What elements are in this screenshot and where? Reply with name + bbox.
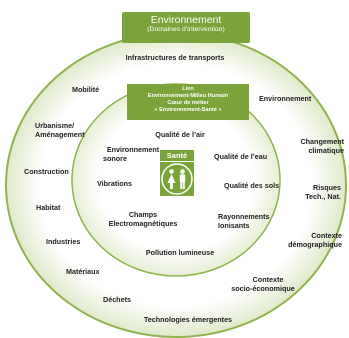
outer-habitat: Habitat <box>36 203 61 212</box>
inner-vibrations: Vibrations <box>97 179 133 188</box>
center-line4: « Environnement-Santé » <box>154 106 222 113</box>
outer-amenagement: Aménagement <box>35 130 85 139</box>
inner-ionisants: Ionisants <box>218 221 250 230</box>
outer-technologies: Technologies émergentes <box>143 315 233 324</box>
title-line1: Environnement <box>150 14 222 26</box>
outer-industries: Industries <box>46 237 81 246</box>
center-line2: Environnement-Milieu Humain <box>147 92 229 99</box>
outer-contexte-demo: Contexte <box>311 231 342 240</box>
title-box: Environnement (Domaines d’intervention) <box>122 12 250 43</box>
outer-climatique: climatique <box>308 146 344 155</box>
outer-infrastructures: Infrastructures de transports <box>125 53 225 62</box>
center-line3: Cœur de métier <box>167 99 209 106</box>
inner-electromagnetiques: Electromagnétiques <box>108 219 178 228</box>
title-line2: (Domaines d’intervention) <box>147 26 225 33</box>
outer-urbanisme: Urbanisme/ <box>35 121 75 130</box>
center-line1: Lien <box>182 86 194 92</box>
outer-dechets: Déchets <box>103 295 131 304</box>
inner-environnement-sonore: Environnement <box>106 145 160 154</box>
outer-mobilite: Mobilité <box>72 85 100 94</box>
outer-construction: Construction <box>24 167 69 176</box>
inner-sonore: sonore <box>103 154 127 163</box>
inner-champs: Champs <box>128 210 158 219</box>
inner-pollution-lumineuse: Pollution lumineuse <box>145 248 215 257</box>
people-icon <box>160 162 194 196</box>
inner-qualite-eau: Qualité de l’eau <box>214 152 268 161</box>
center-box: Lien Environnement-Milieu Humain Cœur de… <box>127 84 249 120</box>
sante-label: Santé <box>160 150 194 161</box>
outer-risques-tech: Tech., Nat. <box>305 192 341 201</box>
inner-qualite-sols: Qualité des sols <box>224 181 280 190</box>
inner-qualite-air: Qualité de l’air <box>155 130 205 139</box>
outer-socio-economique: socio-économique <box>231 284 295 293</box>
outer-materiaux: Matériaux <box>66 267 100 276</box>
outer-changement: Changement <box>300 137 344 146</box>
outer-demographique: démographique <box>288 240 342 249</box>
inner-rayonnements: Rayonnements <box>218 212 270 221</box>
outer-contexte-socio: Contexte <box>252 275 284 284</box>
outer-risques: Risques <box>313 183 341 192</box>
outer-environnement: Environnement <box>259 94 312 103</box>
